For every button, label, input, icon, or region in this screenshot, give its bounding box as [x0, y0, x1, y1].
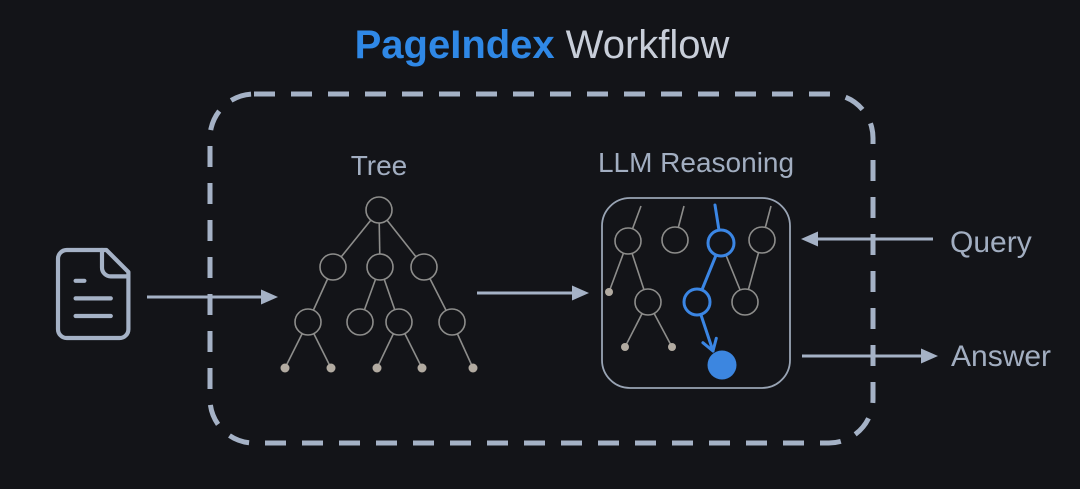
reasoning-arrowhead	[701, 336, 718, 353]
llm-leaf-dots	[605, 288, 676, 351]
answer-node	[707, 350, 737, 380]
query-label: Query	[950, 226, 1032, 259]
reasoning-path	[695, 203, 723, 353]
tree-edges	[284, 209, 474, 369]
tree-nodes	[294, 196, 466, 336]
workflow-boundary	[207, 91, 876, 446]
tree-diagram: Tree	[280, 150, 478, 373]
llm-reasoning-box: LLM Reasoning	[598, 147, 794, 389]
llm-tree-nodes	[614, 226, 776, 316]
query-arrow	[801, 231, 933, 247]
title-brand: PageIndex	[355, 23, 555, 67]
title-rest: Workflow	[566, 23, 730, 67]
reasoning-path-nodes	[682, 228, 737, 380]
llm-box-outline	[601, 197, 791, 389]
answer-arrow	[802, 348, 938, 364]
llm-tree-edges	[608, 205, 772, 348]
tree-label: Tree	[351, 150, 408, 181]
llm-reasoning-label: LLM Reasoning	[598, 147, 794, 178]
tree-to-llm-arrow	[477, 285, 589, 301]
tree-leaf-dots	[280, 363, 478, 373]
doc-to-tree-arrow	[147, 289, 278, 305]
answer-label: Answer	[951, 340, 1051, 373]
document-icon	[55, 247, 131, 341]
